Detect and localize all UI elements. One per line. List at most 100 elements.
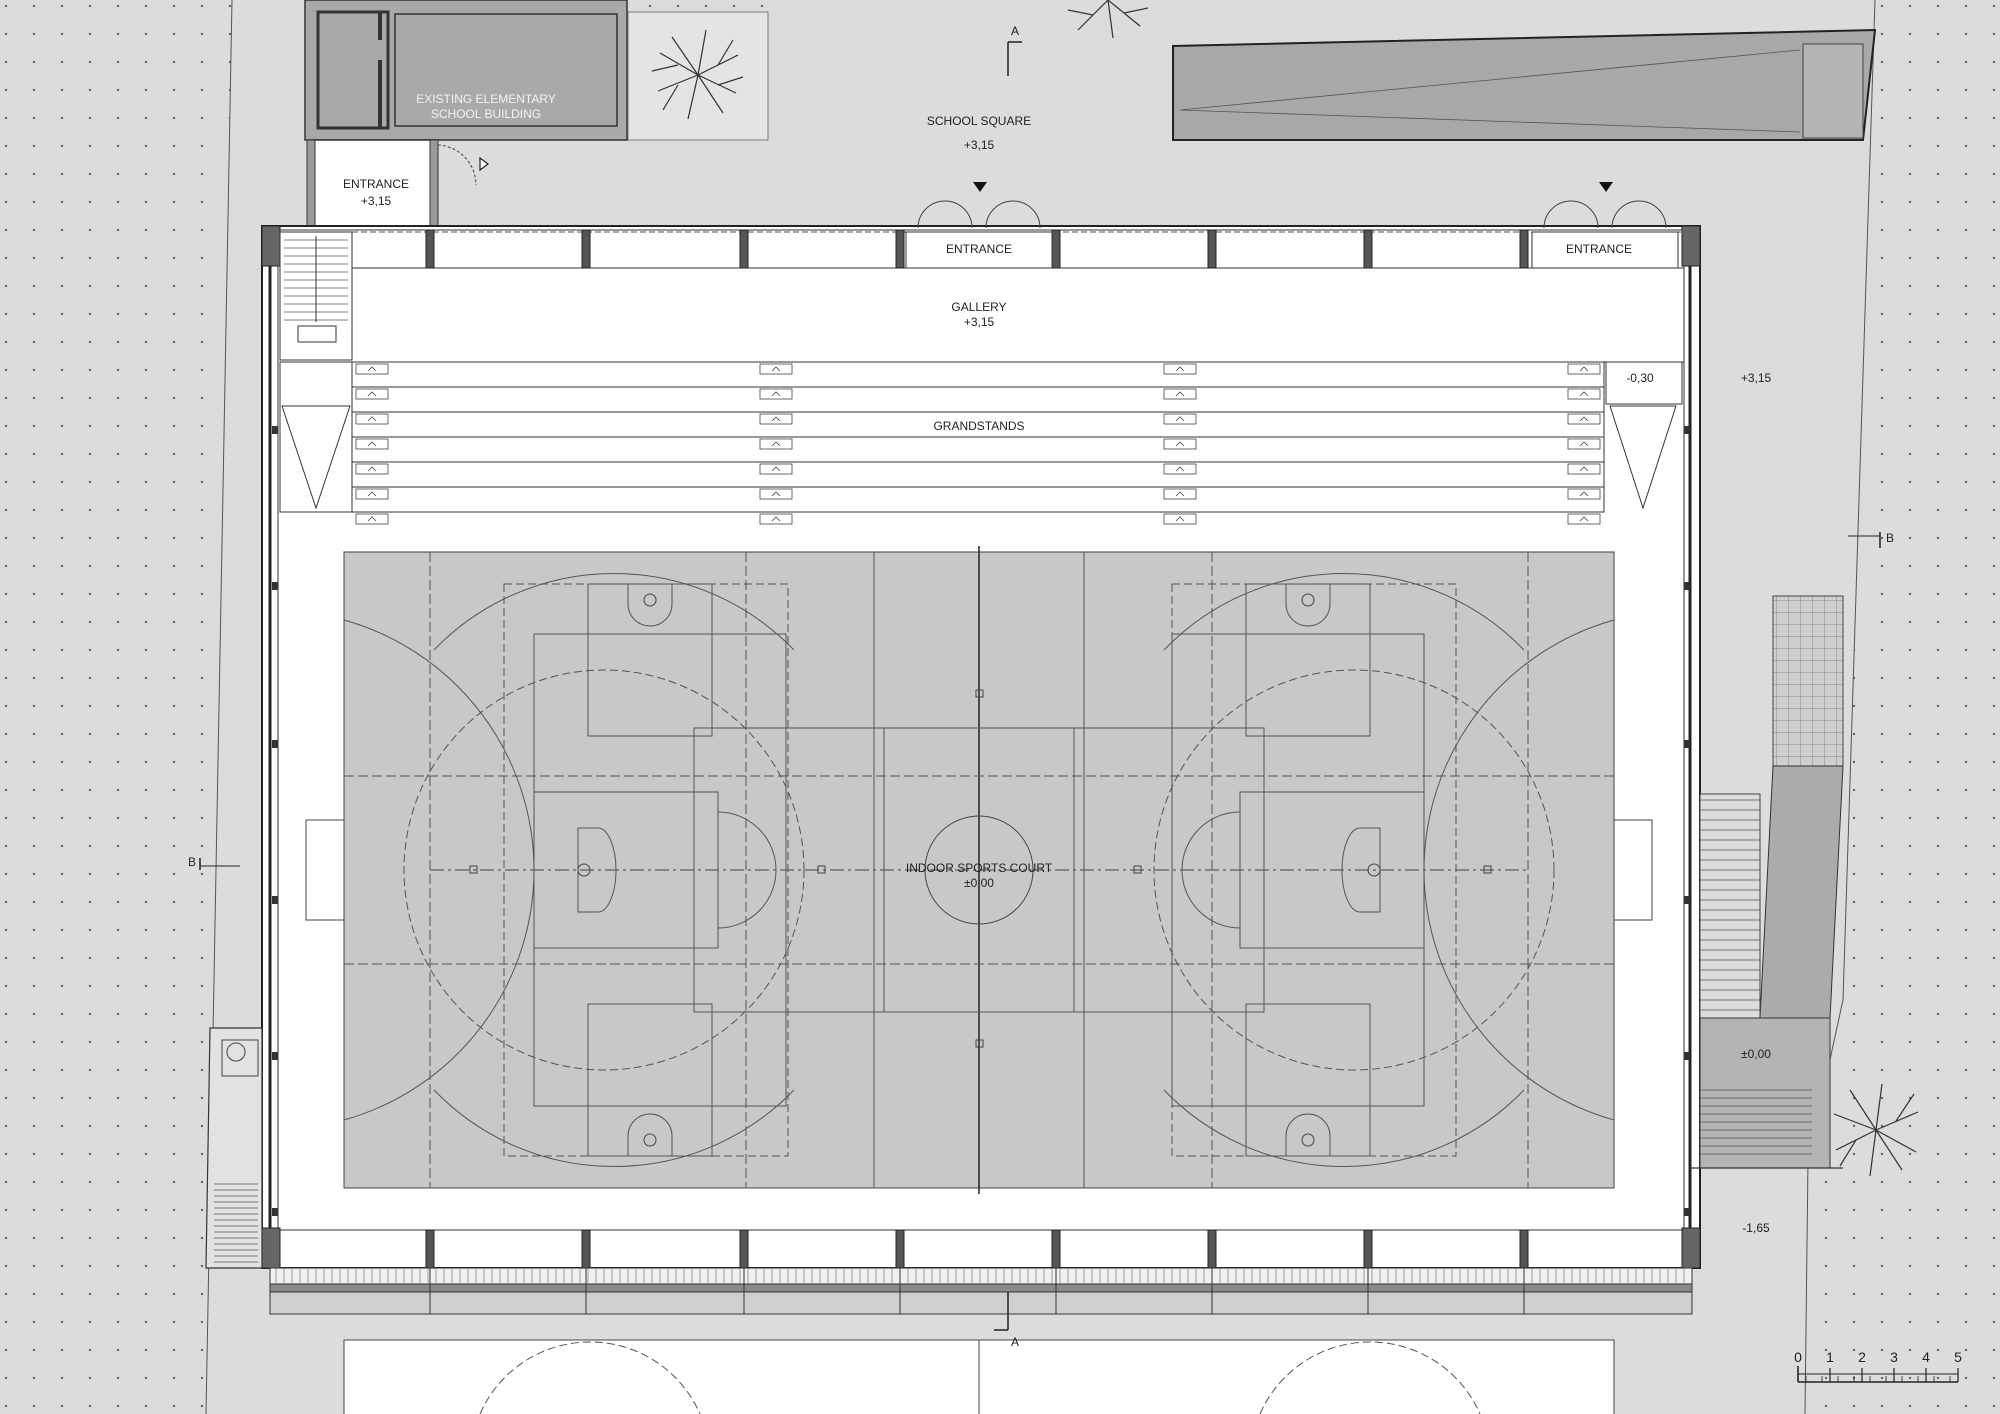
wall-post: [272, 582, 278, 590]
aisle-arrow: [771, 516, 781, 522]
aisle-step: [355, 438, 389, 450]
aisle-step: [759, 488, 793, 500]
section-b-right-label: B: [1886, 531, 1894, 545]
section-marker-a-top: A: [1007, 24, 1022, 76]
column: [581, 1229, 591, 1269]
side-wall-posts: [272, 426, 1690, 1216]
grandstand-level: -0,30: [1626, 371, 1654, 385]
aisle-step: [1567, 488, 1601, 500]
aisle-arrow: [1175, 516, 1185, 522]
lower-level-b: -1,65: [1742, 1221, 1770, 1235]
aisle-arrow: [771, 466, 781, 472]
column: [1051, 229, 1061, 269]
aisle-step: [1567, 388, 1601, 400]
aisle-step: [355, 413, 389, 425]
aisle-arrow: [1175, 366, 1185, 372]
section-a-top-label: A: [1011, 24, 1019, 38]
column: [425, 1229, 435, 1269]
aisle-arrow: [1579, 466, 1589, 472]
aisle-step: [1163, 513, 1197, 525]
court-label: INDOOR SPORTS COURT: [906, 861, 1053, 875]
aisle-step: [1163, 388, 1197, 400]
aisle-arrow: [771, 416, 781, 422]
left-annex: [205, 1027, 263, 1269]
entrance-doors-center: [917, 182, 1041, 229]
column: [895, 1229, 905, 1269]
wall-post: [272, 426, 278, 434]
section-marker-b-right: B: [1848, 531, 1894, 548]
scale-tick-label: 4: [1922, 1349, 1930, 1365]
column: [1519, 1229, 1529, 1269]
column: [1519, 229, 1529, 269]
aisle-arrow: [1579, 416, 1589, 422]
staircase: [279, 231, 353, 361]
wall-post: [272, 740, 278, 748]
aisle-arrow: [367, 466, 377, 472]
aisle-step: [1567, 363, 1601, 375]
column: [425, 229, 435, 269]
aisle-arrow: [1175, 391, 1185, 397]
aisle-arrow: [1579, 391, 1589, 397]
side-entrance-level: +3,15: [361, 194, 392, 208]
wall-post: [1684, 896, 1690, 904]
sports-court: INDOOR SPORTS COURT ±0,00: [305, 546, 1653, 1194]
aisle-arrow: [367, 416, 377, 422]
aisle-step: [1567, 463, 1601, 475]
aisle-step: [1163, 438, 1197, 450]
aisle-arrow: [367, 391, 377, 397]
aisle-arrow: [367, 516, 377, 522]
wall-post: [1684, 740, 1690, 748]
adjacent-structure: [1172, 28, 1877, 141]
aisle-step: [1163, 488, 1197, 500]
section-marker-a-bottom: A: [994, 1292, 1019, 1349]
aisle-arrow: [771, 366, 781, 372]
aisle-step: [355, 513, 389, 525]
column: [1207, 229, 1217, 269]
right-stairs: ±0,00 -1,65: [1690, 595, 1844, 1235]
column: [1051, 1229, 1061, 1269]
scale-tick-label: 2: [1858, 1349, 1866, 1365]
aisle-arrow: [771, 441, 781, 447]
terrace-level: +3,15: [1741, 371, 1772, 385]
gallery-label: GALLERY: [951, 300, 1006, 314]
side-entrance-label: ENTRANCE: [343, 177, 409, 191]
school-square-level: +3,15: [964, 138, 995, 152]
gallery-level: +3,15: [964, 315, 995, 329]
aisle-arrow: [1175, 466, 1185, 472]
column: [581, 229, 591, 269]
wall-post: [272, 1052, 278, 1060]
existing-school-building: EXISTING ELEMENTARY SCHOOL BUILDING: [304, 0, 628, 141]
aisle-arrow: [771, 391, 781, 397]
lower-level-a: ±0,00: [1741, 1047, 1771, 1061]
structural-columns: [425, 229, 1529, 1314]
section-a-bottom-label: A: [1011, 1335, 1019, 1349]
tree-bottom-right: [1833, 1083, 1919, 1177]
aisle-step: [355, 388, 389, 400]
aisle-arrow: [1175, 491, 1185, 497]
aisle-step: [759, 413, 793, 425]
aisle-step: [1163, 463, 1197, 475]
aisle-step: [759, 463, 793, 475]
outdoor-court: [343, 1339, 1615, 1414]
wall-post: [1684, 1052, 1690, 1060]
aisle-step: [1567, 413, 1601, 425]
column: [1207, 1229, 1217, 1269]
aisle-step: [759, 363, 793, 375]
scale-tick-label: 5: [1954, 1349, 1962, 1365]
column: [895, 229, 905, 269]
aisle-step: [1163, 363, 1197, 375]
existing-building-label-1: EXISTING ELEMENTARY: [416, 92, 556, 106]
school-square-label: SCHOOL SQUARE: [927, 114, 1031, 128]
aisle-step: [759, 388, 793, 400]
aisle-step: [355, 463, 389, 475]
aisle-arrow: [367, 491, 377, 497]
aisle-step: [759, 513, 793, 525]
wall-post: [1684, 1208, 1690, 1216]
aisle-step: [759, 438, 793, 450]
aisle-arrow: [367, 441, 377, 447]
wall-post: [1684, 426, 1690, 434]
aisle-arrow: [1579, 366, 1589, 372]
entrance-right-label: ENTRANCE: [1566, 242, 1632, 256]
